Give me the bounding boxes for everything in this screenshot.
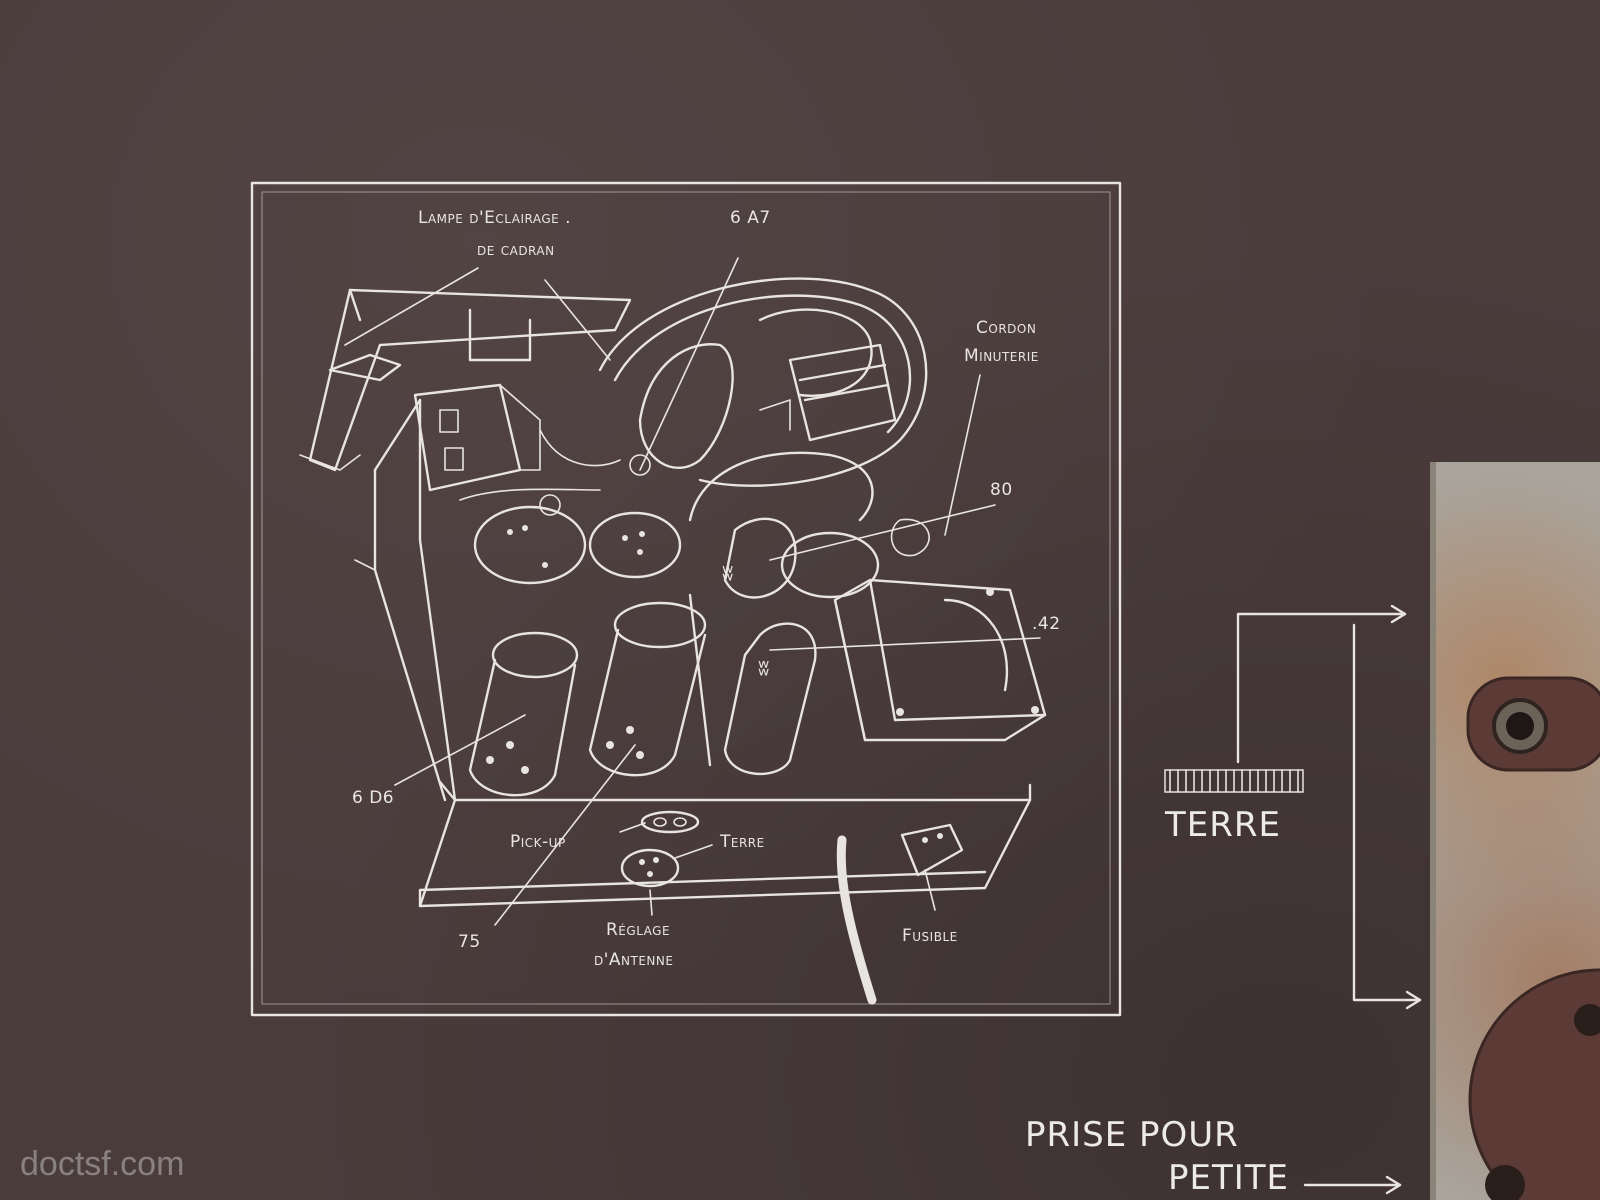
front-fittings xyxy=(620,810,964,888)
chassis-left-panel xyxy=(354,398,457,802)
power-transformer xyxy=(833,578,1047,742)
tuning-capacitor xyxy=(413,383,541,492)
tube-42: ʬ xyxy=(688,593,817,776)
label-pickup: Pick-up xyxy=(510,832,566,852)
loudspeaker xyxy=(598,277,928,522)
svg-text:ʬ: ʬ xyxy=(722,561,733,586)
mains-cord xyxy=(836,835,877,1005)
svg-text:ʬ: ʬ xyxy=(758,656,769,681)
label-tube-6a7: 6 A7 xyxy=(730,208,771,228)
tube-80: ʬ xyxy=(722,517,880,599)
diagram-frame-inner xyxy=(261,191,1111,1005)
label-fuse: Fusible xyxy=(902,926,958,946)
tube-75 xyxy=(588,601,707,777)
tube-6d6 xyxy=(468,505,587,797)
label-cord: Cordon xyxy=(976,318,1037,338)
label-tube-42: .42 xyxy=(1032,614,1061,634)
label-dial-lamp: Lampe d'Eclairage . xyxy=(418,208,572,228)
pickup-socket xyxy=(640,810,700,834)
fuse-holder xyxy=(900,823,964,877)
terre-ground-strip xyxy=(1164,769,1304,793)
label-antenna: d'Antenne xyxy=(594,950,674,970)
label-tube-80: 80 xyxy=(990,480,1013,500)
label-tube-75: 75 xyxy=(458,932,481,952)
bakelite-sockets xyxy=(1466,676,1600,1200)
output-transformer xyxy=(759,343,897,442)
tube-6a7 xyxy=(588,511,682,579)
label-ground-small: Terre xyxy=(720,832,765,852)
label-timer: Minuterie xyxy=(964,346,1039,366)
leader-lines xyxy=(344,257,1041,926)
label-tube-6d6: 6 D6 xyxy=(352,788,395,808)
right-arrows xyxy=(1236,604,1422,1195)
label-adjust: Réglage xyxy=(606,920,671,940)
label-dial: de cadran xyxy=(477,240,555,260)
dial-lamp-housing xyxy=(299,288,632,472)
watermark: doctsf.com xyxy=(20,1145,185,1183)
label-petite: PETITE xyxy=(1168,1158,1290,1198)
diagram-frame xyxy=(250,181,1122,1017)
antenna-adjust-socket xyxy=(620,848,680,888)
label-prise-pour: PRISE POUR xyxy=(1025,1115,1239,1155)
label-terre: TERRE xyxy=(1165,805,1281,845)
chassis-misc-components xyxy=(459,429,930,557)
chassis-base xyxy=(418,780,1032,908)
